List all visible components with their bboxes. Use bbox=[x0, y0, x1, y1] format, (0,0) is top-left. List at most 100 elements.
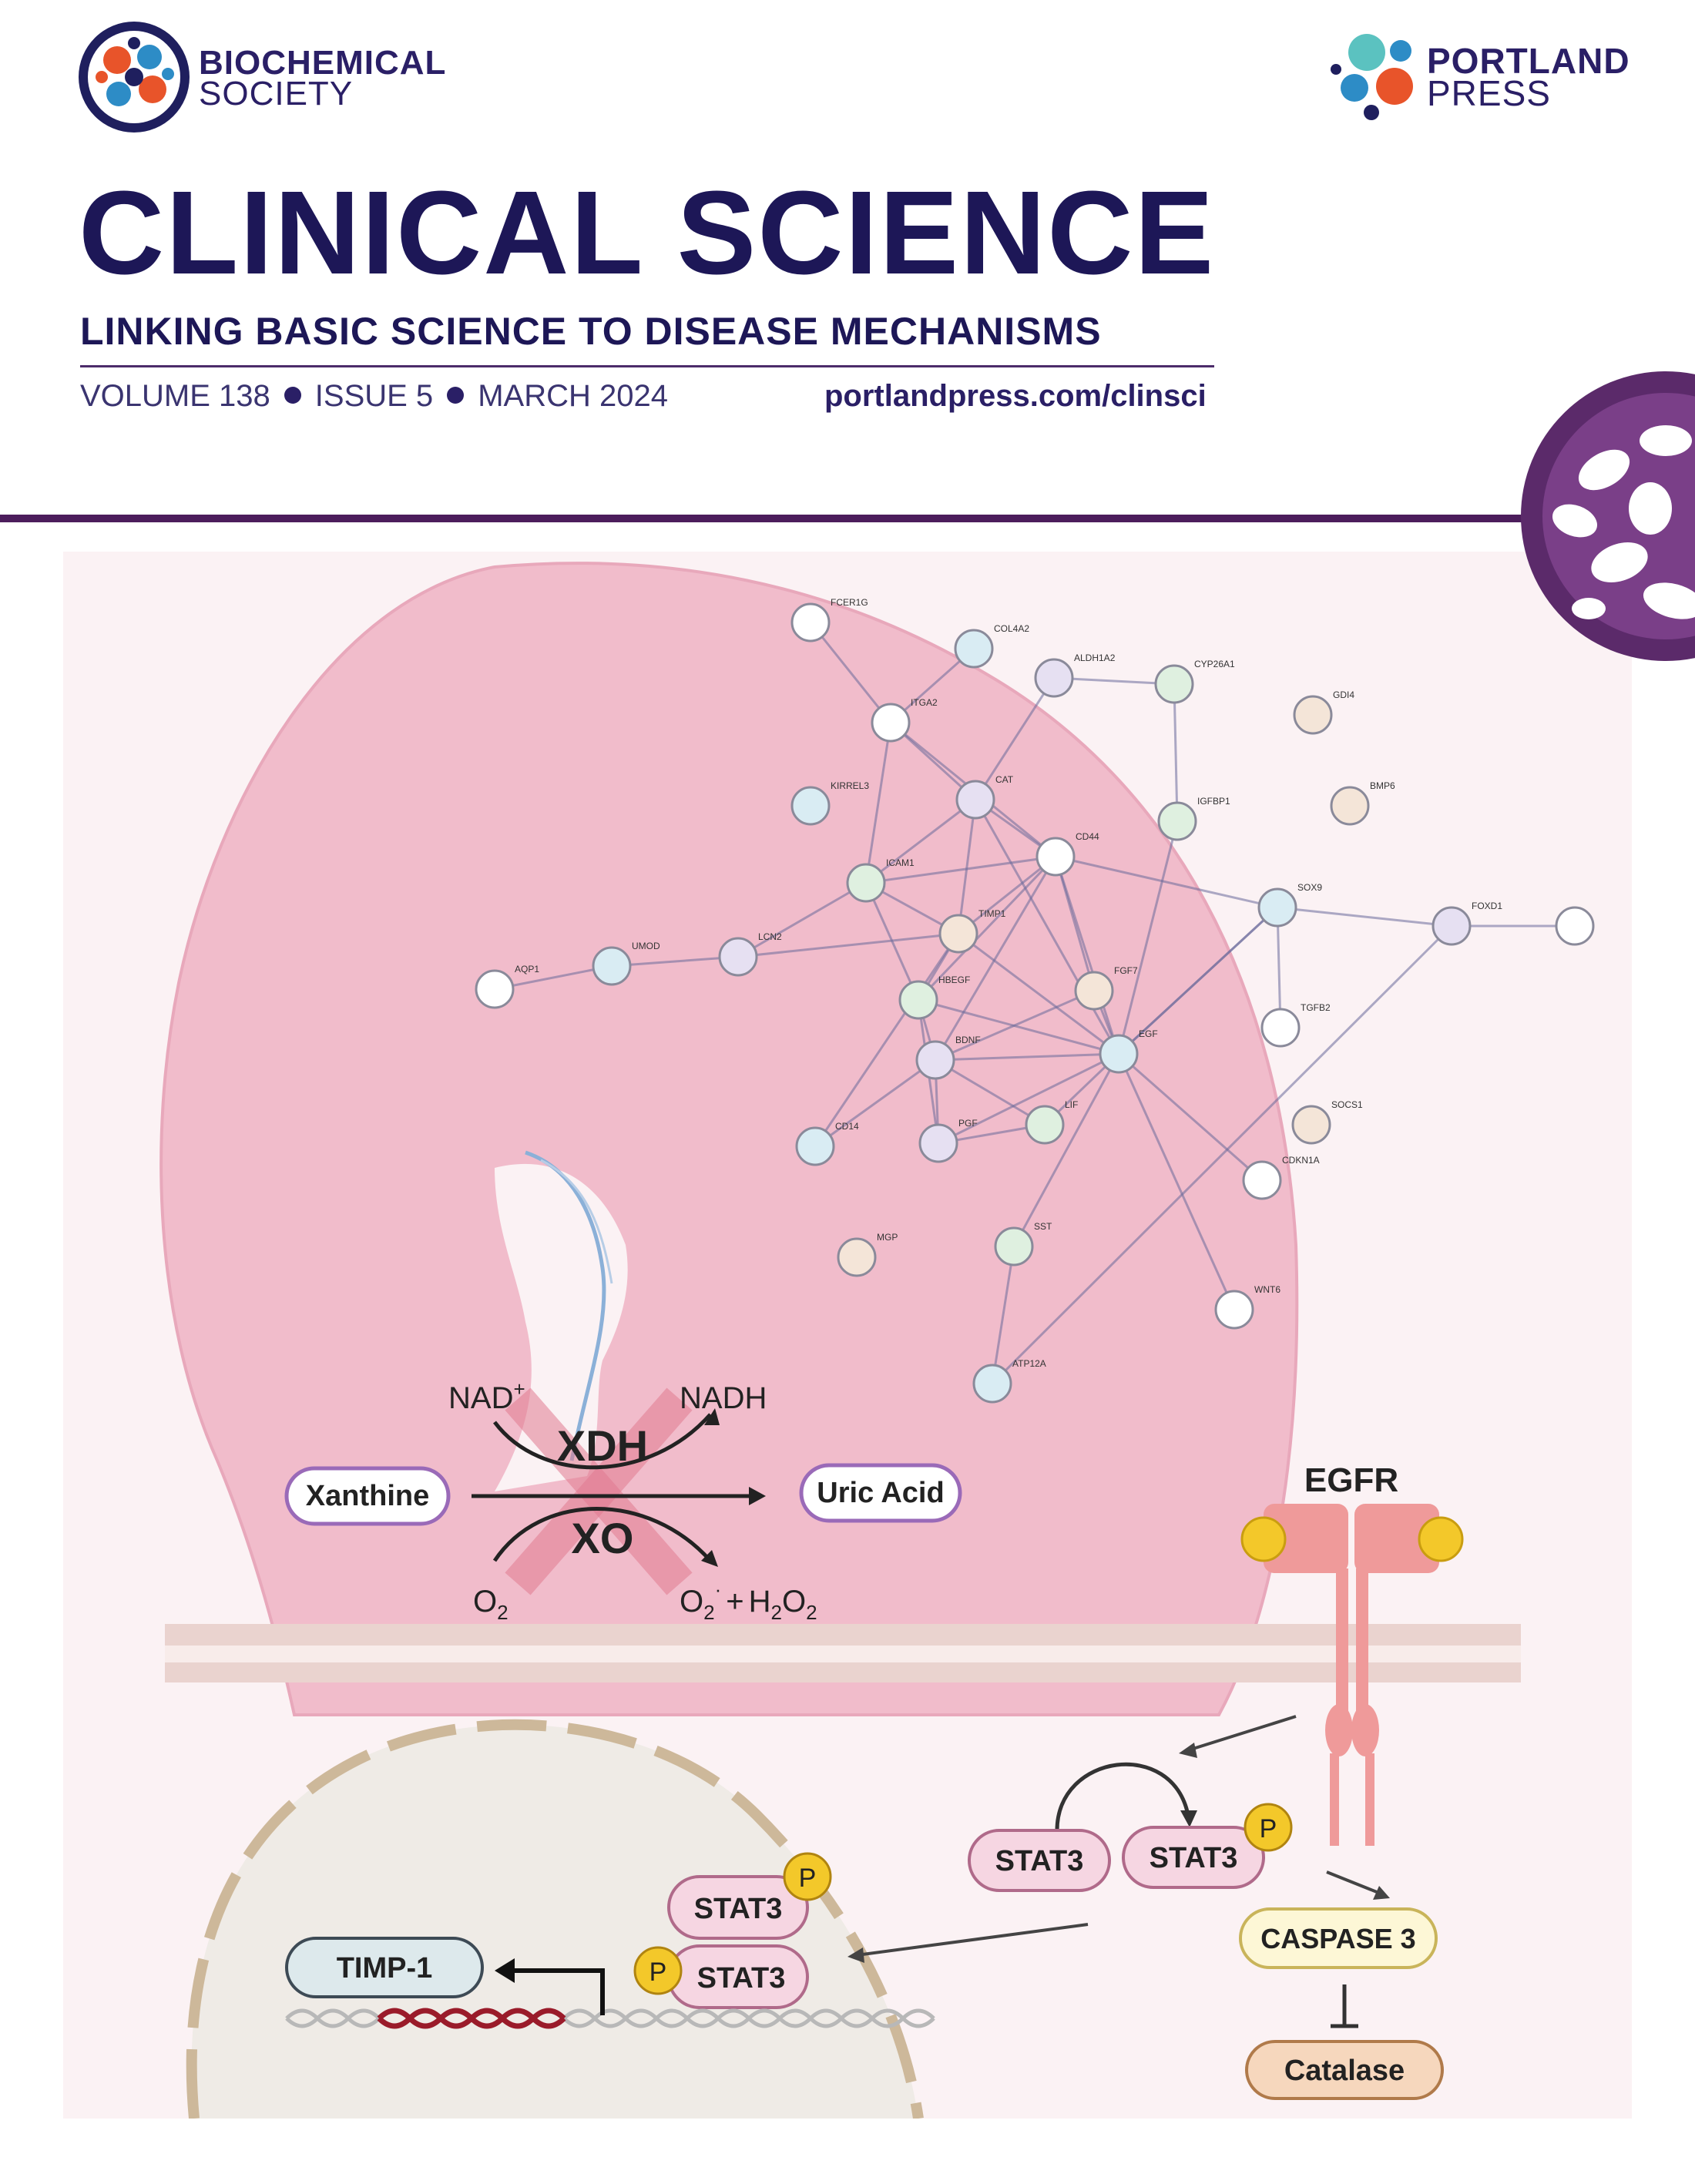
network-edge bbox=[991, 924, 1453, 1385]
network-node bbox=[994, 1226, 1034, 1266]
network-node-label: GDI4 bbox=[1333, 689, 1354, 700]
network-node bbox=[1034, 658, 1074, 698]
network-node bbox=[1330, 786, 1370, 826]
phosphate-label: P bbox=[799, 1864, 817, 1893]
network-edge bbox=[1012, 1053, 1120, 1247]
portland-press-logo-icon[interactable] bbox=[1330, 31, 1425, 122]
products-label: O2·+H2O2 bbox=[680, 1578, 817, 1624]
network-node-label: FOXD1 bbox=[1472, 901, 1502, 911]
publisher-left-line2: SOCIETY bbox=[199, 75, 354, 112]
stat3-box bbox=[968, 1829, 1111, 1892]
portland-press-name: PORTLAND PRESS bbox=[1427, 41, 1630, 111]
network-node bbox=[954, 629, 994, 669]
journal-url[interactable]: portlandpress.com/clinsci bbox=[824, 379, 1207, 413]
catalase-box bbox=[1245, 2040, 1444, 2100]
arrowhead bbox=[1179, 1743, 1197, 1758]
network-node-label: BDNF bbox=[955, 1035, 981, 1045]
caspase3-label: CASPASE 3 bbox=[1260, 1923, 1415, 1954]
network-edge bbox=[974, 799, 1120, 1055]
network-node bbox=[1291, 1105, 1331, 1145]
nad-label: NAD+ bbox=[448, 1377, 525, 1415]
network-node bbox=[1154, 664, 1194, 704]
network-node-label: CYP26A1 bbox=[1194, 659, 1235, 669]
network-edge bbox=[918, 998, 1119, 1055]
network-edge bbox=[957, 799, 977, 934]
network-node bbox=[1293, 695, 1333, 735]
network-node-label: PGF bbox=[958, 1118, 978, 1129]
egf-ligand bbox=[1418, 1516, 1464, 1562]
arrowhead bbox=[848, 1947, 864, 1963]
network-edge bbox=[935, 1058, 1046, 1126]
network-node bbox=[846, 863, 886, 903]
biochemical-society-name: BIOCHEMICAL SOCIETY bbox=[199, 46, 446, 112]
network-node-label: WNT6 bbox=[1254, 1284, 1280, 1295]
network-node-label: BMP6 bbox=[1370, 780, 1395, 791]
arrowhead bbox=[495, 1958, 515, 1983]
network-edge bbox=[938, 1052, 1119, 1145]
network-node bbox=[1025, 1105, 1065, 1145]
network-node bbox=[837, 1237, 877, 1277]
stat3-label: STAT3 bbox=[697, 1962, 786, 1994]
separator-dot bbox=[284, 387, 301, 404]
arrowhead bbox=[704, 1408, 720, 1425]
network-node bbox=[1432, 906, 1472, 946]
network-node bbox=[1242, 1160, 1282, 1200]
o2-arc-arrow bbox=[492, 1507, 712, 1562]
network-node-label: AQP1 bbox=[515, 964, 539, 975]
network-node bbox=[1035, 837, 1076, 877]
network-edge bbox=[1173, 683, 1179, 822]
o2-label: O2 bbox=[473, 1585, 509, 1624]
network-node bbox=[1074, 971, 1114, 1011]
stat3-nuclear-box bbox=[667, 1875, 809, 1940]
network-node bbox=[1260, 1008, 1301, 1048]
network-edge bbox=[1117, 1053, 1236, 1310]
nuclear-envelope bbox=[191, 1724, 918, 2119]
transcription-arrow bbox=[510, 1968, 605, 2015]
network-edge bbox=[865, 798, 976, 884]
network-node-label: LCN2 bbox=[758, 931, 782, 942]
network-node-label: FGF7 bbox=[1114, 965, 1138, 976]
egfr-label: EGFR bbox=[1304, 1461, 1398, 1499]
network-node-label: ALDH1A2 bbox=[1074, 653, 1116, 663]
hilum-fibers bbox=[540, 1159, 613, 1284]
network-node-label: EGF bbox=[1139, 1028, 1158, 1039]
biochemical-society-logo-icon[interactable] bbox=[77, 20, 191, 134]
network-edge bbox=[814, 933, 960, 1147]
kidney-tissue bbox=[159, 562, 1299, 1716]
arrowhead bbox=[701, 1550, 718, 1567]
network-node-label: CDKN1A bbox=[1282, 1155, 1320, 1166]
network-node bbox=[1214, 1290, 1254, 1330]
network-node bbox=[1555, 906, 1595, 946]
network-node-label: ICAM1 bbox=[886, 857, 915, 868]
stat3-phospho-box bbox=[1122, 1826, 1265, 1889]
network-node-label: CAT bbox=[995, 774, 1014, 785]
network-edge bbox=[958, 855, 1056, 935]
network-edge bbox=[494, 965, 613, 991]
phosphate-badge bbox=[783, 1852, 832, 1901]
purple-divider-band bbox=[0, 515, 1533, 522]
network-node bbox=[871, 703, 911, 743]
membrane-inner-line bbox=[165, 1646, 1521, 1662]
network-node-label: SST bbox=[1034, 1221, 1052, 1232]
phosphate-badge bbox=[1244, 1803, 1293, 1852]
arrowhead bbox=[1373, 1886, 1390, 1900]
network-node bbox=[938, 914, 978, 954]
reaction-diagram: Xanthine Uric Acid NAD+ NADH XDH XO O2 O… bbox=[284, 1377, 962, 1624]
signal-arrow bbox=[1326, 1870, 1381, 1895]
network-nodes: FCER1GCOL4A2ALDH1A2CYP26A1GDI4ITGA2KIRRE… bbox=[475, 597, 1595, 1404]
stat3-label: STAT3 bbox=[694, 1893, 783, 1925]
artwork-canvas: FCER1GCOL4A2ALDH1A2CYP26A1GDI4ITGA2KIRRE… bbox=[159, 562, 1595, 2120]
network-edge bbox=[1117, 820, 1179, 1055]
network-node bbox=[790, 786, 831, 826]
publisher-right-line1: PORTLAND bbox=[1427, 41, 1630, 81]
network-node-label: SOCS1 bbox=[1331, 1099, 1363, 1110]
network-node-label: TIMP1 bbox=[978, 908, 1006, 919]
network-edge bbox=[991, 1246, 1015, 1384]
network-node-label: KIRREL3 bbox=[831, 780, 869, 791]
stat3-label: STAT3 bbox=[995, 1845, 1084, 1877]
phosphate-badge bbox=[633, 1946, 683, 1995]
egf-ligand bbox=[1240, 1516, 1287, 1562]
uric-acid-box bbox=[799, 1463, 962, 1523]
volume-label: VOLUME 138 bbox=[80, 379, 270, 413]
